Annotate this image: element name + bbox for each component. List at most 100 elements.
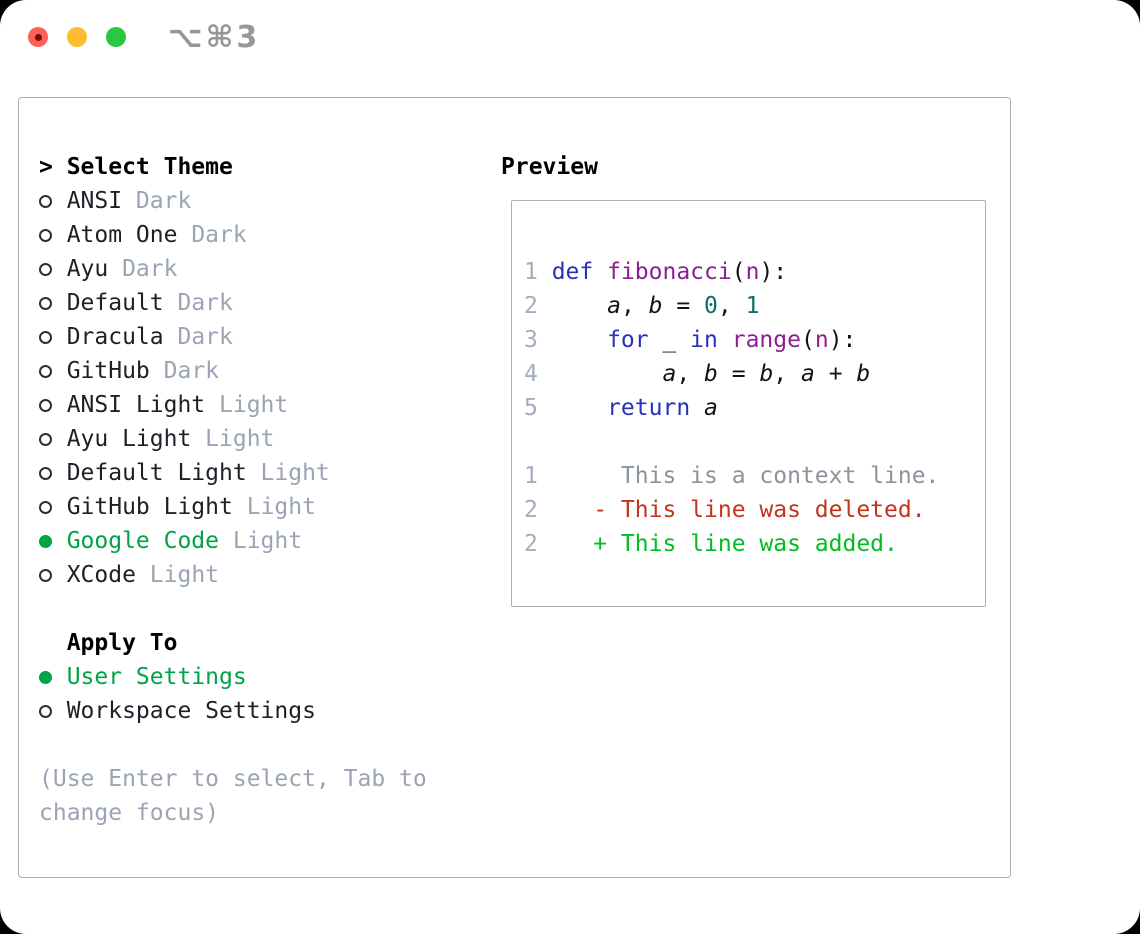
theme-option-ansi-light[interactable]: ANSI Light Light: [39, 388, 427, 422]
close-dot-icon: [34, 33, 42, 41]
code-token-var: a: [704, 395, 718, 421]
code-token-fn: range: [731, 327, 801, 353]
radio-cell: [39, 398, 67, 412]
radio-cell: [39, 432, 67, 446]
code-token-pl: [718, 327, 732, 353]
apply-option-user-settings[interactable]: User Settings: [39, 660, 427, 694]
minimize-button[interactable]: [67, 27, 87, 47]
code-token-pl: ,: [717, 293, 746, 319]
apply-option-label: Workspace Settings: [66, 698, 316, 724]
theme-option-label: Google Code: [66, 528, 220, 554]
code-token-pl: =: [662, 293, 705, 319]
code-token-num: 1: [745, 293, 760, 319]
code-token-pl: (: [731, 259, 746, 285]
code-line: 2 - This line was deleted.: [524, 493, 985, 527]
titlebar: ⌥⌘3: [0, 0, 1140, 97]
code-line: 2 a, b = 0, 1: [524, 289, 985, 323]
preview-header-row: Preview: [501, 150, 986, 184]
radio-cell: [39, 568, 67, 582]
radio-cell: [39, 704, 67, 718]
code-line: 1 This is a context line.: [524, 459, 985, 493]
theme-option-label: GitHub Light: [66, 494, 233, 520]
code-token-pl: [552, 293, 607, 319]
code-token-pl: ):: [828, 327, 857, 353]
theme-option-label: Dracula: [66, 324, 164, 350]
help-text: (Use Enter to select, Tab to change focu…: [39, 762, 427, 830]
theme-variant-label: Light: [260, 460, 330, 486]
code-token-del: - This line was deleted.: [551, 497, 926, 523]
theme-variant-label: Light: [205, 426, 275, 452]
theme-variant-label: Dark: [122, 256, 178, 282]
line-number: 5: [524, 395, 538, 421]
radio-cell: [39, 194, 67, 208]
code-token-fn: n: [745, 259, 760, 285]
radio-unselected-icon: [39, 228, 52, 242]
radio-unselected-icon: [39, 296, 52, 310]
line-number: 1: [524, 463, 538, 489]
theme-option-label: Ayu: [66, 256, 109, 282]
line-number: 2: [524, 497, 538, 523]
window-shortcut-label: ⌥⌘3: [168, 20, 261, 55]
radio-selected-icon: [39, 670, 52, 684]
preview-title: Preview: [501, 154, 598, 180]
code-token-var: a: [801, 361, 815, 387]
radio-cell: [39, 296, 67, 310]
code-token-fn: fibonacci: [607, 259, 732, 285]
radio-cell: [39, 670, 67, 684]
theme-option-label: Default: [66, 290, 164, 316]
code-token-var: a: [662, 361, 677, 387]
theme-variant-label: Light: [149, 562, 220, 588]
code-line: 4 a, b = b, a + b: [524, 357, 985, 391]
theme-variant-label: Dark: [191, 222, 247, 248]
code-token-pl: _: [648, 327, 691, 353]
traffic-lights: [28, 27, 126, 47]
radio-unselected-icon: [39, 466, 52, 480]
code-token-pl: ,: [676, 361, 705, 387]
radio-cell: [39, 500, 67, 514]
code-token-var: b: [704, 361, 718, 387]
theme-variant-label: Dark: [177, 290, 233, 316]
code-token-var: b: [856, 361, 871, 387]
code-token-add: + This line was added.: [551, 531, 898, 557]
theme-option-atom-one[interactable]: Atom One Dark: [39, 218, 427, 252]
code-token-kw: in: [690, 327, 718, 353]
apply-option-workspace-settings[interactable]: Workspace Settings: [39, 694, 427, 728]
theme-option-label: Atom One: [66, 222, 178, 248]
radio-cell: [39, 330, 67, 344]
zoom-button[interactable]: [106, 27, 126, 47]
theme-option-label: GitHub: [66, 358, 150, 384]
line-number: 2: [524, 531, 538, 557]
radio-unselected-icon: [39, 398, 52, 412]
selection-caret: >: [39, 154, 53, 180]
radio-cell: [39, 364, 67, 378]
code-token-ctx: This is a context line.: [551, 463, 940, 489]
code-token-pl: ,: [773, 361, 801, 387]
close-button[interactable]: [28, 27, 48, 47]
theme-option-label: ANSI Light: [66, 392, 206, 418]
code-token-var: b: [648, 293, 663, 319]
code-line: [524, 425, 985, 459]
code-token-kw: for: [607, 327, 649, 353]
theme-variant-label: Light: [219, 392, 289, 418]
theme-option-default[interactable]: Default Dark: [39, 286, 427, 320]
radio-unselected-icon: [39, 500, 52, 514]
theme-option-ayu[interactable]: Ayu Dark: [39, 252, 427, 286]
code-token-num: 0: [704, 293, 718, 319]
code-line: 5 return a: [524, 391, 985, 425]
code-token-var: a: [607, 293, 621, 319]
radio-unselected-icon: [39, 704, 52, 718]
